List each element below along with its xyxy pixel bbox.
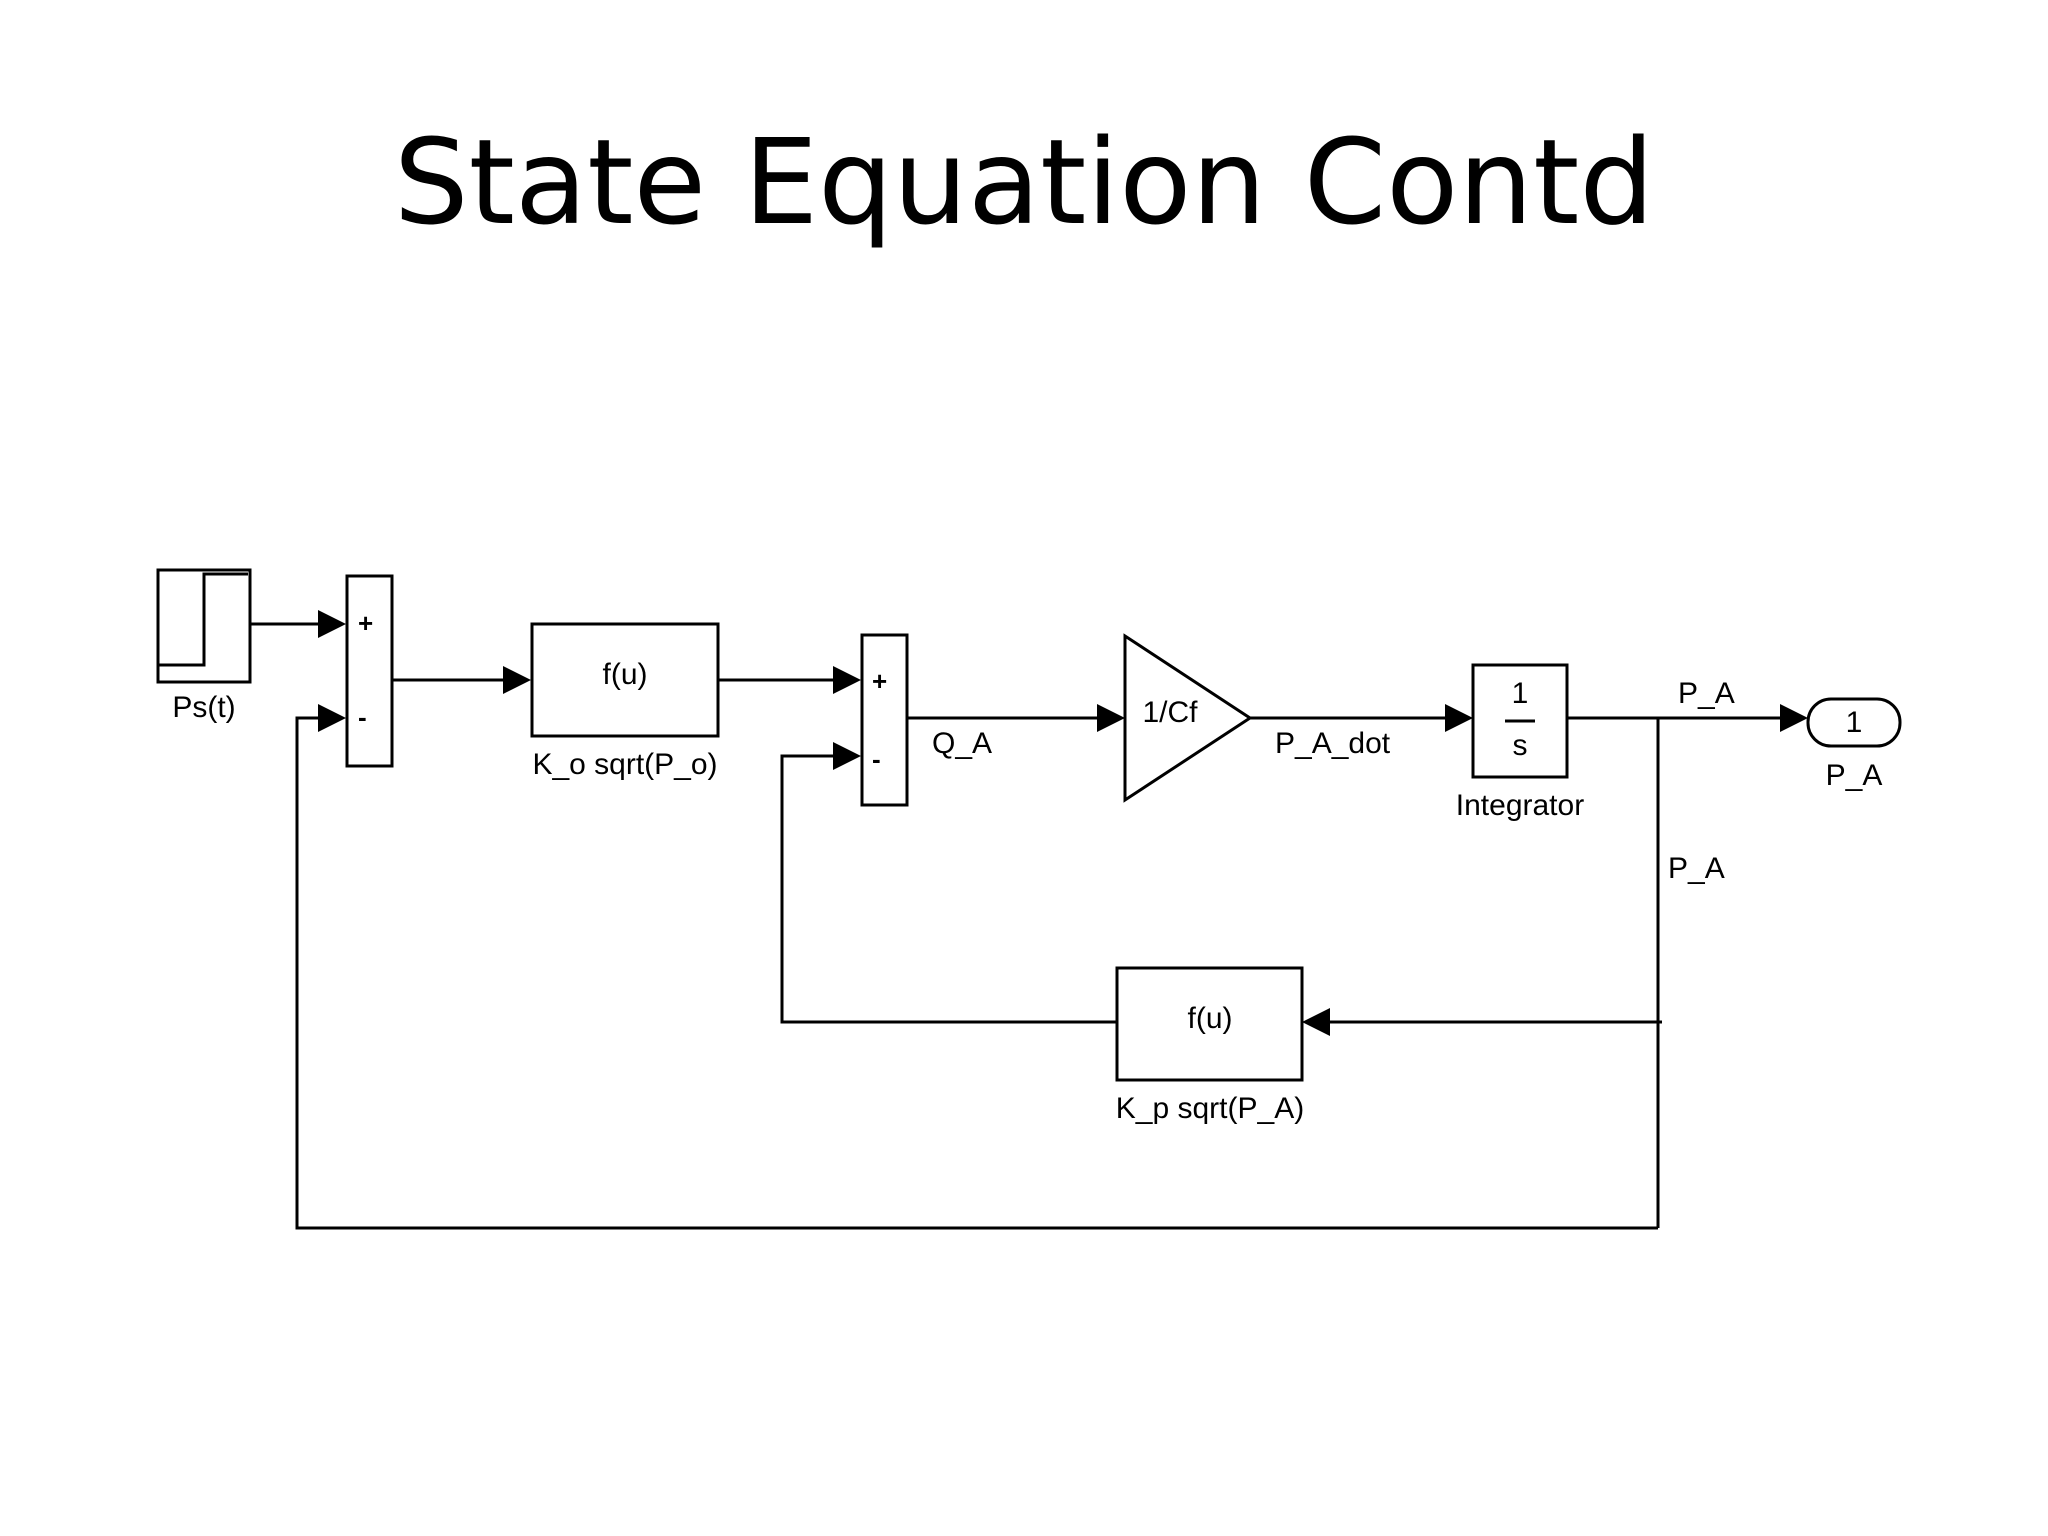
wire-fcn2-to-sum2[interactable] [780,754,1117,1024]
integrator-numerator: 1 [1512,677,1529,710]
fcn1-label: K_o sqrt(P_o) [532,748,717,781]
sum2-block[interactable] [860,633,909,807]
wire-outer-feedback[interactable] [295,716,1658,1230]
arrow-fcn2-to-sum2 [833,742,861,770]
sum1-minus-sign: - [358,702,367,732]
gain-value: 1/Cf [1142,696,1198,729]
arrow-outer-feedback [318,704,346,732]
arrow-integrator-to-outport [1780,704,1808,732]
fcn2-block[interactable] [1115,966,1304,1082]
fcn1-expression: f(u) [603,658,648,691]
sum2-plus-sign: + [872,666,887,696]
signal-label-p-a-top: P_A [1678,677,1735,710]
slide-title: State Equation Contd [393,113,1655,251]
signal-label-p-a-dot: P_A_dot [1275,727,1391,760]
arrow-branch-to-fcn2 [1302,1008,1330,1036]
outport-label: P_A [1826,759,1883,792]
step-source-block[interactable] [156,568,252,684]
integrator-block[interactable] [1471,663,1569,779]
arrow-sum1-to-fcn1 [503,666,531,694]
outport-block[interactable] [1806,697,1902,748]
step-icon [158,572,248,667]
arrow-sum2-to-gain [1097,704,1125,732]
signal-label-p-a-side: P_A [1668,852,1725,885]
sum1-block[interactable] [345,574,394,768]
sum2-minus-sign: - [872,744,881,774]
sum1-plus-sign: + [358,608,373,638]
arrow-gain-to-integrator [1445,704,1473,732]
signal-label-q-a: Q_A [932,727,992,760]
arrow-step-to-sum1 [318,610,346,638]
integrator-label: Integrator [1456,789,1584,822]
arrow-fcn1-to-sum2 [833,666,861,694]
integrator-denominator: s [1513,729,1528,762]
step-label: Ps(t) [172,691,235,724]
fcn1-block[interactable] [530,622,720,738]
outport-number: 1 [1846,706,1863,739]
fcn2-label: K_p sqrt(P_A) [1116,1092,1304,1125]
fcn2-expression: f(u) [1188,1002,1233,1035]
